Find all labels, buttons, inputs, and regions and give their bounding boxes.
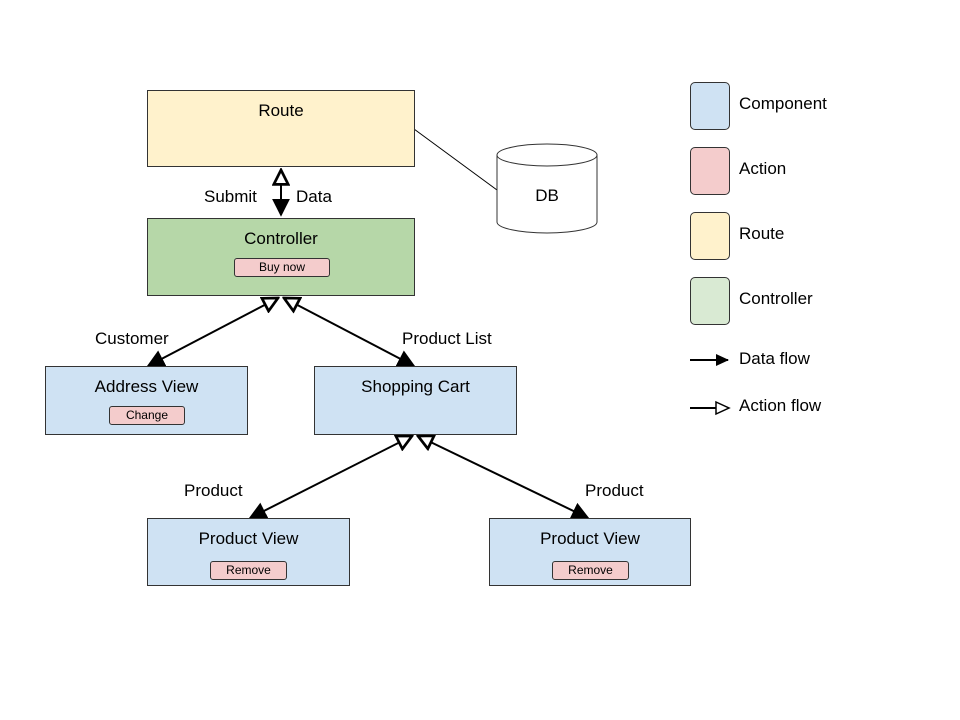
legend-label-action-flow: Action flow [739, 396, 822, 415]
edge-label-submit: Submit [204, 187, 257, 206]
route-db-line [413, 128, 498, 191]
controller-address-arrow [148, 298, 278, 367]
route-box[interactable]: Route [147, 90, 415, 167]
controller-cart-arrow [284, 298, 414, 367]
legend-label-component: Component [739, 94, 827, 113]
edge-label-product-right: Product [585, 481, 644, 500]
product-view-right-title: Product View [540, 529, 640, 548]
change-button[interactable]: Change [109, 406, 185, 425]
edge-label-product-list: Product List [402, 329, 492, 348]
edge-label-data: Data [296, 187, 332, 206]
legend-label-data-flow: Data flow [739, 349, 810, 368]
legend-action-flow-arrow-icon [690, 400, 731, 416]
legend-label-controller: Controller [739, 289, 813, 308]
db-cylinder [496, 143, 598, 234]
shopping-cart-box[interactable]: Shopping Cart [314, 366, 517, 435]
db-label: DB [535, 186, 559, 205]
legend-label-action: Action [739, 159, 787, 178]
product-view-left-box[interactable]: Product View Remove [147, 518, 350, 586]
edge-label-customer: Customer [95, 329, 169, 348]
legend-swatch-action [690, 147, 730, 195]
legend-swatch-component [690, 82, 730, 130]
address-view-box[interactable]: Address View Change [45, 366, 248, 435]
legend-data-flow-arrow-icon [690, 354, 729, 366]
product-view-left-title: Product View [198, 529, 299, 548]
controller-title: Controller [244, 229, 318, 248]
cart-product-right-arrow [418, 436, 588, 518]
route-title: Route [258, 101, 304, 120]
legend-label-route: Route [739, 224, 785, 243]
shopping-cart-title: Shopping Cart [361, 377, 470, 396]
edge-label-product-left: Product [184, 481, 243, 500]
product-view-right-box[interactable]: Product View Remove [489, 518, 691, 586]
remove-button-left[interactable]: Remove [210, 561, 287, 580]
cart-product-left-arrow [250, 436, 412, 519]
address-view-title: Address View [94, 377, 199, 396]
remove-button-right[interactable]: Remove [552, 561, 629, 580]
controller-box[interactable]: Controller Buy now [147, 218, 415, 296]
legend-swatch-route [690, 212, 730, 260]
legend-swatch-controller [690, 277, 730, 325]
buy-now-button[interactable]: Buy now [234, 258, 330, 277]
